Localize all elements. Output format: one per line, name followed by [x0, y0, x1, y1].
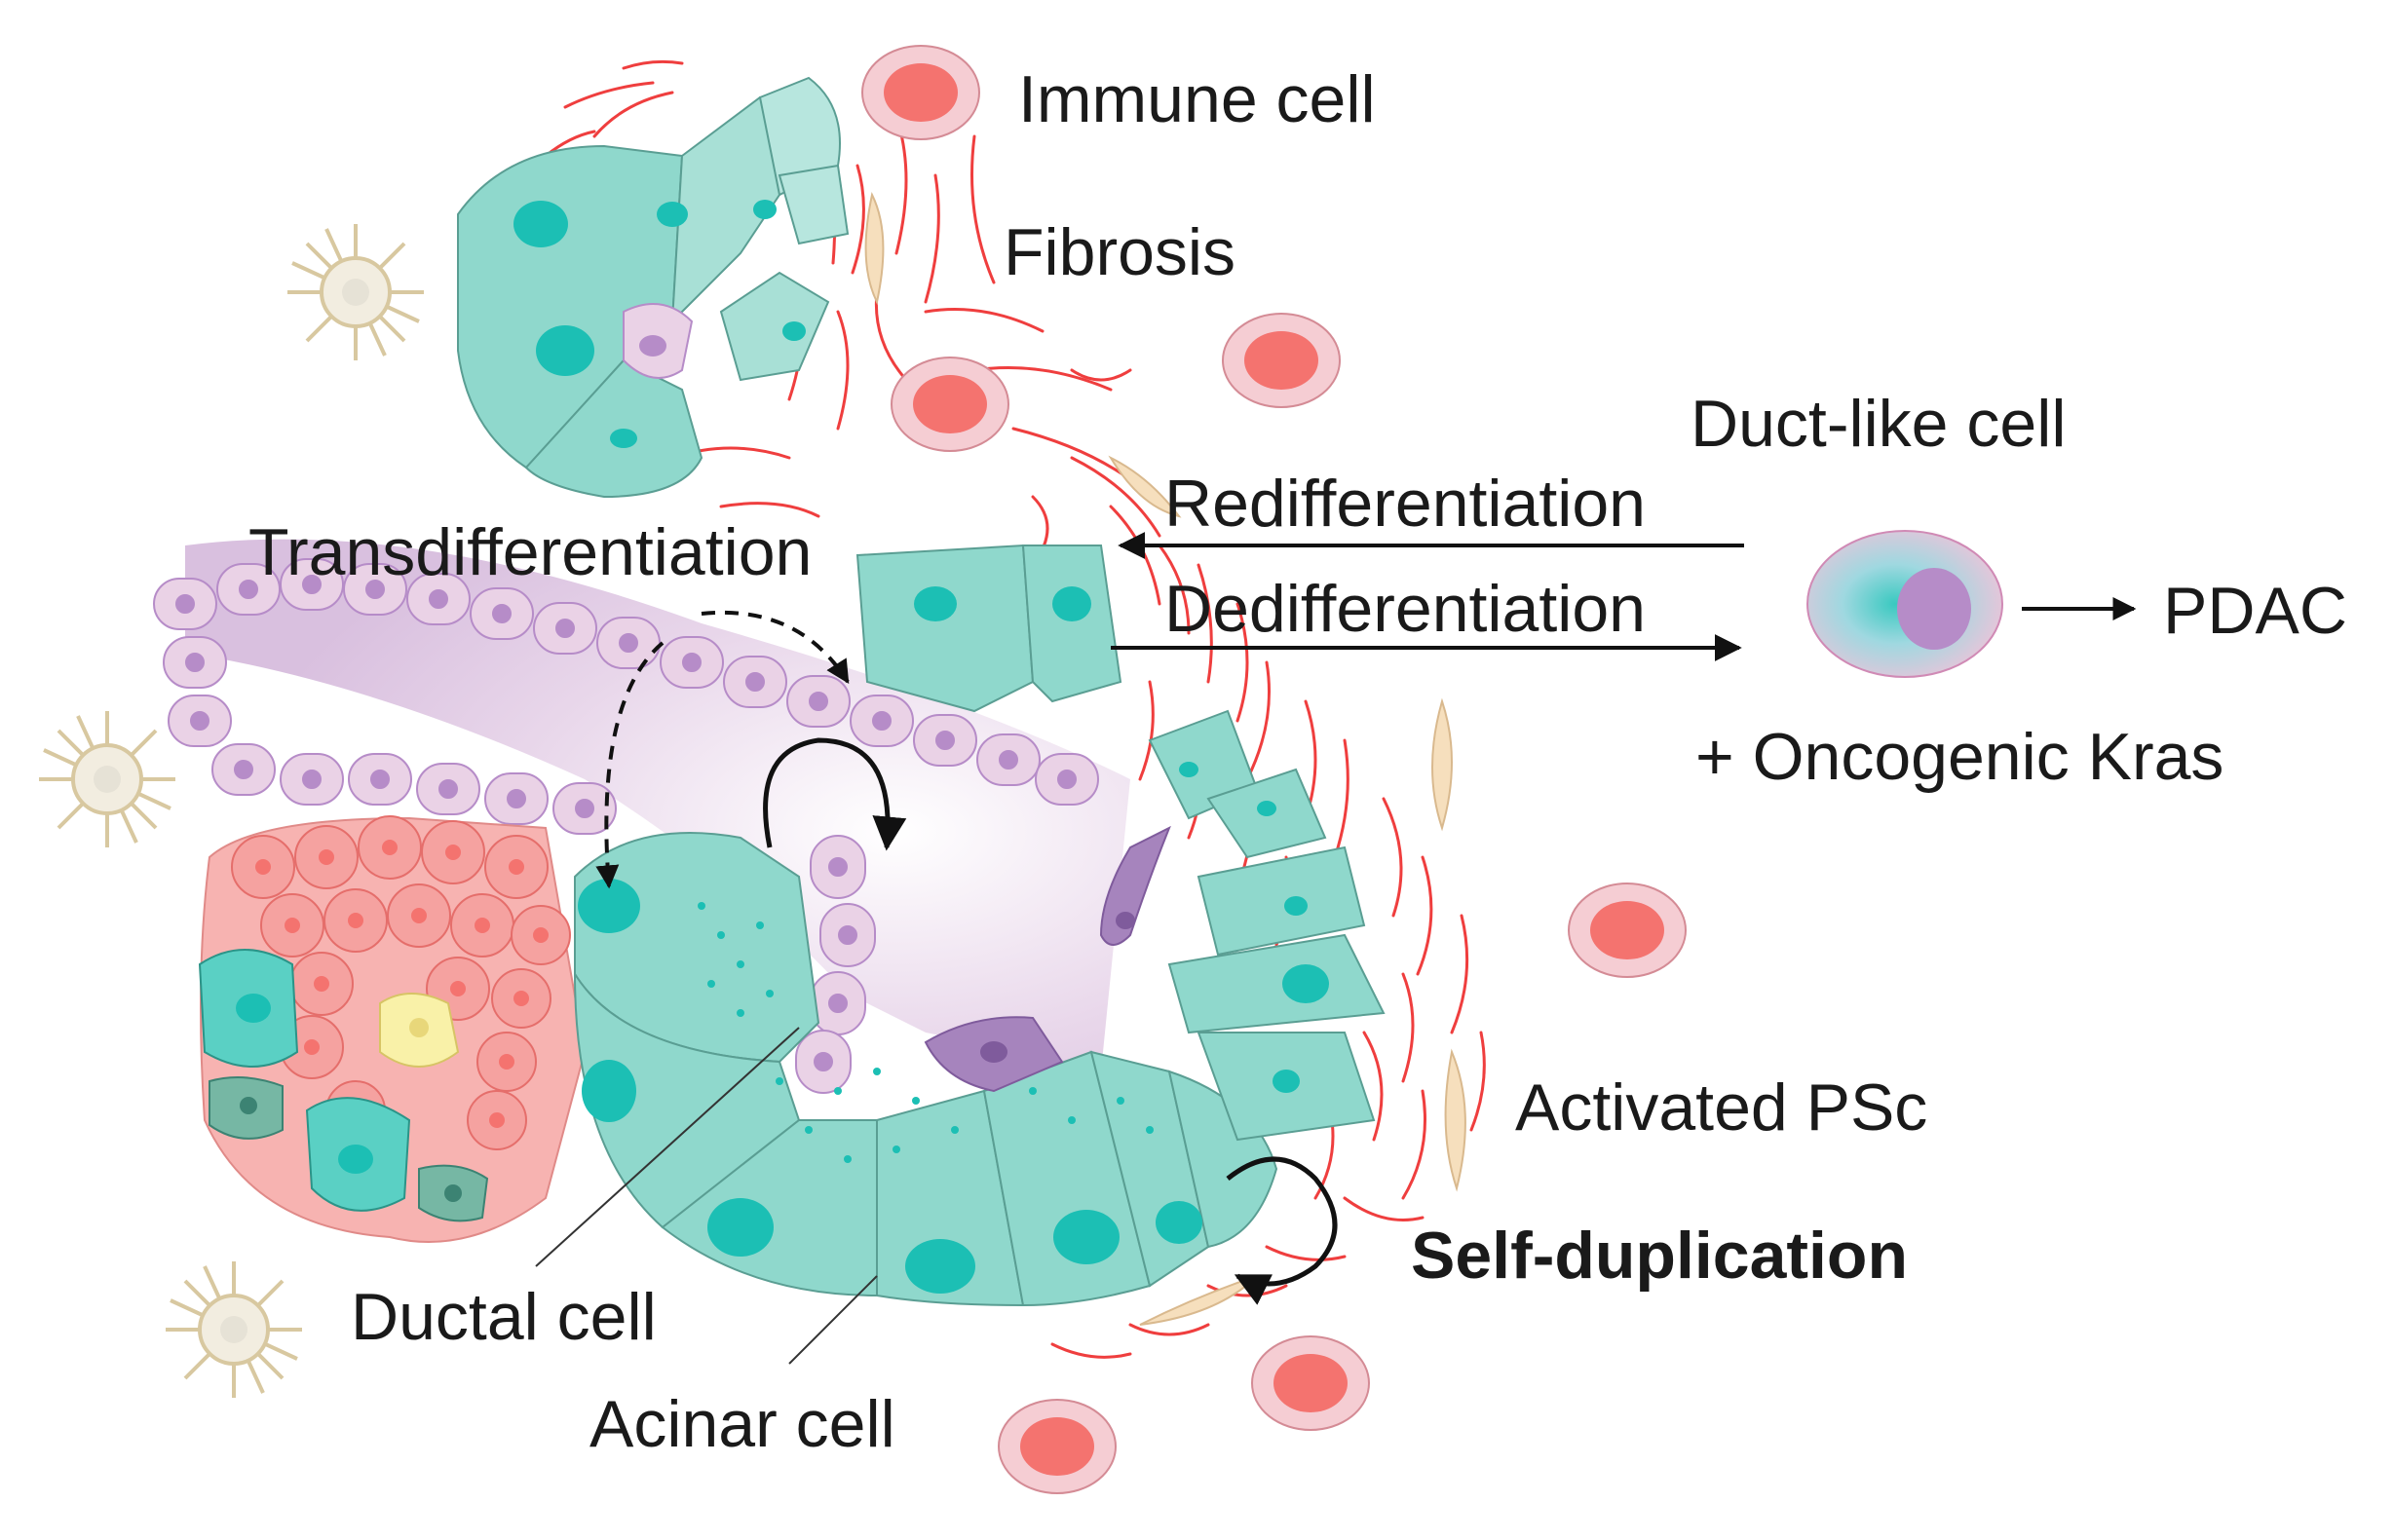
acinar-self-duplication-arrow [1226, 1156, 1338, 1305]
ductal-cell-label: Ductal cell [351, 1280, 657, 1354]
immune-cell [861, 45, 980, 140]
immune-cells [861, 45, 1687, 1494]
immune-cell [1222, 313, 1341, 408]
transdifferentiation-arrow-down [595, 641, 665, 889]
self-duplication-label: Self-duplication [1411, 1219, 1908, 1293]
dedifferentiating-cells [855, 544, 1386, 1142]
damaged-acinus [457, 76, 850, 499]
transdifferentiation-arrow-right [701, 610, 850, 685]
islet [198, 815, 587, 1243]
dedifferentiation-label: Dedifferentiation [1164, 572, 1646, 646]
redifferentiation-label: Redifferentiation [1164, 467, 1646, 541]
main-acinus [573, 832, 1278, 1307]
immune-cell [1251, 1335, 1370, 1431]
immune-cell [891, 357, 1009, 452]
acinar-cell-label: Acinar cell [589, 1387, 895, 1461]
activated-psc-label: Activated PSc [1515, 1070, 1927, 1145]
pdac-label: PDAC [2163, 574, 2347, 648]
dendritic-cells [39, 224, 424, 1398]
dedifferentiating-nuclei [914, 586, 1329, 1093]
fibrosis-label: Fibrosis [1004, 215, 1235, 289]
transdifferentiation-label: Transdifferentiation [248, 515, 812, 589]
immune-cell [1568, 883, 1687, 978]
immune-cell [998, 1399, 1117, 1494]
ductal-self-renewal-arrow [763, 737, 907, 851]
ductal-cell-leader [535, 1027, 800, 1267]
immune-cell-label: Immune cell [1018, 62, 1376, 136]
duct-like-cell-label: Duct-like cell [1691, 387, 2066, 461]
ductal-cells [153, 558, 1099, 1094]
duct-like-cell-shape [1806, 530, 2003, 678]
acinar-cell-leader [788, 1275, 878, 1365]
oncogenic-kras-label: + Oncogenic Kras [1695, 720, 2223, 794]
duct-lumen [185, 539, 1130, 1071]
